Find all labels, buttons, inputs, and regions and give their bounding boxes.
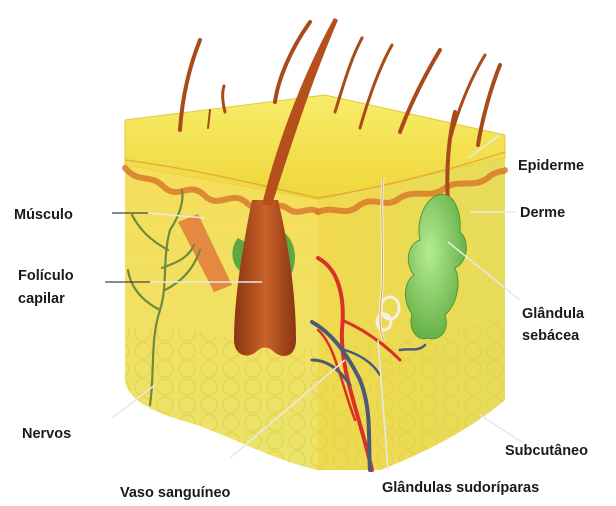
label-epiderme: Epiderme bbox=[518, 158, 584, 174]
label-glandula-line2: sebácea bbox=[522, 328, 580, 344]
label-vaso-sanguineo: Vaso sanguíneo bbox=[120, 485, 231, 501]
label-nervos: Nervos bbox=[22, 426, 71, 442]
label-foliculo-line2: capilar bbox=[18, 291, 65, 307]
label-derme: Derme bbox=[520, 205, 565, 221]
label-musculo: Músculo bbox=[14, 207, 73, 223]
label-subcutaneo: Subcutâneo bbox=[505, 443, 588, 459]
label-glandulas-sudoriparas: Glândulas sudoríparas bbox=[382, 480, 539, 496]
label-glandula-line1: Glândula bbox=[522, 306, 585, 322]
label-foliculo-line1: Folículo bbox=[18, 268, 74, 284]
